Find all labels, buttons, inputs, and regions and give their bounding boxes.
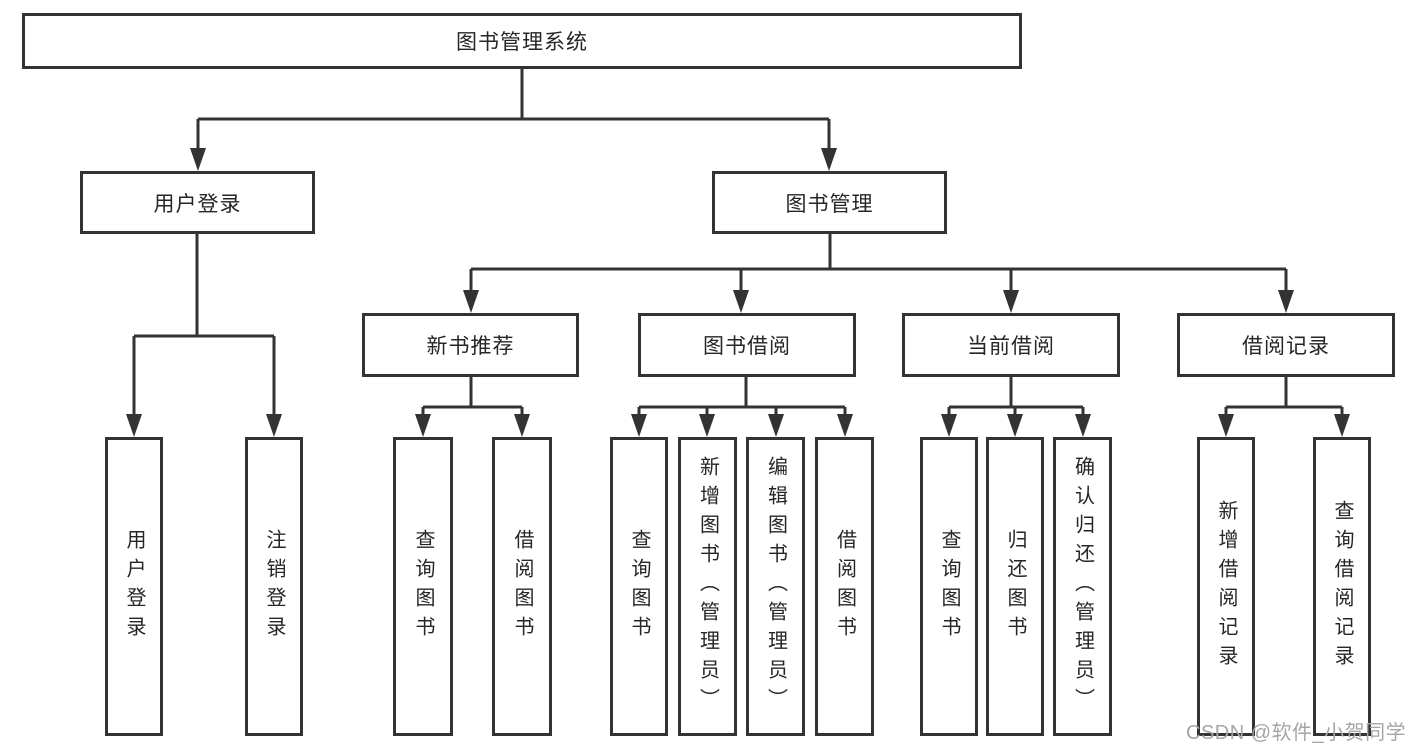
arrowhead bbox=[463, 290, 1294, 313]
connector-borrow-records bbox=[1224, 377, 1344, 416]
leaf-query-book-recommend: 查询图书 bbox=[393, 437, 453, 736]
connector-root bbox=[196, 68, 831, 150]
connector-current-borrow bbox=[947, 377, 1085, 416]
arrowhead bbox=[415, 414, 530, 437]
arrowhead bbox=[126, 414, 282, 437]
csdn-watermark: CSDN @软件_小贺同学 bbox=[1186, 722, 1405, 744]
node-book-management: 图书管理 bbox=[712, 171, 947, 234]
node-new-book-recommend: 新书推荐 bbox=[362, 313, 579, 377]
leaf-query-book-borrow: 查询图书 bbox=[610, 437, 668, 736]
leaf-user-login: 用户登录 bbox=[105, 437, 163, 736]
node-library-management-system: 图书管理系统 bbox=[22, 13, 1022, 69]
connector-book-borrow bbox=[637, 377, 847, 416]
arrowhead bbox=[190, 148, 837, 171]
leaf-add-book-admin: 新增图书（管理员） bbox=[678, 437, 737, 736]
leaf-borrow-book-recommend: 借阅图书 bbox=[492, 437, 552, 736]
leaf-query-book-current: 查询图书 bbox=[920, 437, 978, 736]
leaf-borrow-book: 借阅图书 bbox=[815, 437, 874, 736]
connector-new-book-recommend bbox=[421, 377, 524, 416]
node-book-borrow: 图书借阅 bbox=[638, 313, 856, 377]
leaf-logout: 注销登录 bbox=[245, 437, 303, 736]
leaf-confirm-return-admin: 确认归还（管理员） bbox=[1053, 437, 1112, 736]
arrowhead bbox=[631, 414, 853, 437]
node-borrow-records: 借阅记录 bbox=[1177, 313, 1395, 377]
node-user-login-branch: 用户登录 bbox=[80, 171, 315, 234]
connector-book-management bbox=[469, 234, 1288, 292]
leaf-return-book: 归还图书 bbox=[986, 437, 1044, 736]
leaf-edit-book-admin: 编辑图书（管理员） bbox=[746, 437, 805, 736]
arrowhead bbox=[1218, 414, 1350, 437]
node-current-borrow: 当前借阅 bbox=[902, 313, 1120, 377]
leaf-add-borrow-record: 新增借阅记录 bbox=[1197, 437, 1255, 736]
leaf-query-borrow-record: 查询借阅记录 bbox=[1313, 437, 1371, 736]
arrowhead bbox=[941, 414, 1091, 437]
connector-user-login bbox=[132, 234, 276, 416]
